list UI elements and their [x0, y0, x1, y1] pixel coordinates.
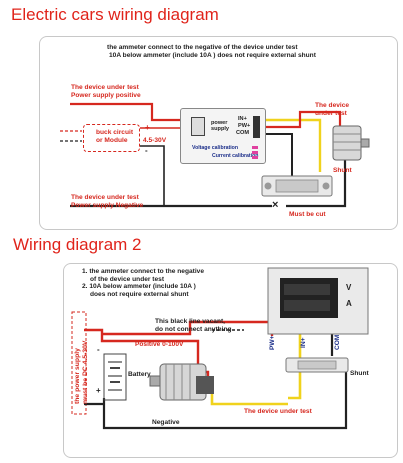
d1-neg-label-line1: The device under test [71, 194, 139, 201]
d1-red-device [260, 110, 342, 130]
d2-power-supply-label: the power supply must be DC 4.5-30V [74, 341, 90, 404]
d2-battery-label: Battery [128, 371, 151, 378]
d1-device-label: The device under test [315, 102, 349, 117]
d1-terminal-com: COM [236, 130, 250, 136]
d1-shunt-label: Shunt [333, 167, 352, 174]
d1-pos-label: The device under test Power supply posit… [71, 84, 141, 99]
d1-power-connector [191, 117, 205, 136]
d1-neg-label: The device under test Power supply Negat… [71, 194, 143, 209]
d2-black-negative [102, 372, 348, 430]
d1-black-neg2 [286, 160, 347, 208]
d2-yellow-wire2 [210, 390, 288, 406]
d2-com-label: COM [334, 334, 341, 350]
d2-meter-a: A [346, 299, 352, 308]
d2-yellow-wire [288, 334, 302, 400]
d2-device-label: The device under test [244, 408, 312, 415]
d2-vacant-line1: This black line vacant, [155, 318, 225, 325]
d1-note-line2: 10A below ammeter (include 10A ) does no… [109, 51, 316, 59]
d1-terminal-pw: PW+ [238, 123, 251, 129]
d1-buck-line1: buck circuit [96, 129, 134, 136]
d2-note-line1: 1. the ammeter connect to the negative [82, 268, 205, 275]
d1-plus-sign: + [145, 123, 150, 132]
d1-note-line1: the ammeter connect to the negative of t… [107, 44, 298, 51]
d1-pos-label-line1: The device under test [71, 84, 139, 91]
d1-must-be-cut: Must be cut [289, 211, 326, 218]
d2-power-dashed [71, 311, 87, 415]
d1-terminal-block [253, 116, 260, 138]
d2-note-line4: does not require external shunt [90, 290, 189, 298]
d1-minus-sign: - [145, 146, 148, 155]
d2-shunt-label: Shunt [350, 370, 369, 377]
d1-buck-line2: or Module [96, 136, 128, 144]
d1-yellow-wire [260, 118, 322, 172]
d2-negative-label: Negative [152, 419, 180, 426]
d2-note-line2: of the device under test [90, 275, 165, 283]
d1-red-wire [70, 102, 192, 122]
d1-black-com [260, 133, 293, 190]
d1-note: the ammeter connect to the negative of t… [107, 44, 316, 59]
d2-vacant-line2: do not connect anything [155, 325, 232, 333]
d2-plus-sign: + [96, 386, 101, 395]
d2-power-supply-line2: must be DC 4.5-30V [81, 340, 89, 404]
d2-battery-icon [103, 353, 127, 401]
d1-voltage-range: 4.5-30V [143, 137, 167, 144]
d2-vacant-note: This black line vacant, do not connect a… [155, 318, 232, 333]
d1-buck-box [83, 124, 140, 152]
d1-voltage-calibration: Voltage calibration [192, 145, 239, 151]
d2-power-supply-line1: the power supply [74, 348, 81, 404]
d1-power-supply-label: power supply [211, 120, 229, 133]
d2-note-line3: 2. 10A below ammeter (include 10A ) [82, 283, 196, 291]
d2-positive-label: Positive 0-100V [135, 341, 184, 348]
d1-buck-black [140, 145, 165, 206]
d2-pw-label: PW+ [269, 335, 276, 350]
diagram1-title: Electric cars wiring diagram [11, 5, 219, 24]
d2-meter-display [267, 267, 369, 335]
d1-buck-label: buck circuit or Module [96, 129, 133, 144]
d2-note: 1. the ammeter connect to the negative o… [82, 268, 204, 298]
d2-meter-v: V [346, 283, 352, 292]
d1-neg-label-line2: Power supply Negative [71, 201, 144, 209]
d2-motor-icon [149, 363, 214, 401]
d1-cut-mark: × [272, 199, 279, 211]
diagram2-title: Wiring diagram 2 [13, 235, 142, 254]
d1-device-line1: The device [315, 102, 350, 109]
d2-in-label: IN+ [300, 337, 307, 348]
d1-device-line2: under test [315, 109, 347, 117]
d1-motor-icon [332, 125, 370, 161]
d2-red-positive [84, 328, 210, 394]
d1-power-supply-line1: power [211, 120, 228, 126]
d1-pos-label-line2: Power supply positive [71, 91, 141, 99]
d1-terminal-in: IN+ [238, 116, 247, 122]
d1-current-calibration: Current calibration [212, 153, 259, 159]
d1-power-supply-line2: supply [211, 126, 230, 133]
d2-minus-sign: - [97, 345, 100, 354]
d1-calibration-dots [252, 146, 258, 160]
